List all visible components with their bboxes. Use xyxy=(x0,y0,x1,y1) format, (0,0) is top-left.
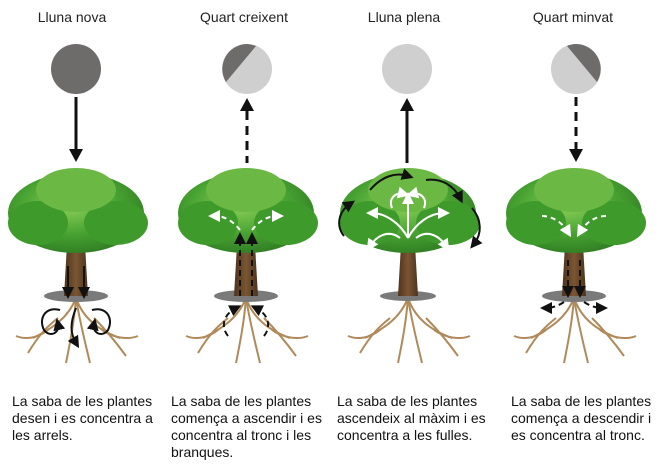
first-quarter-moon-icon xyxy=(222,44,272,94)
tree-illustration xyxy=(338,168,483,364)
phase-caption: La saba de les plantes comença a descend… xyxy=(511,393,652,443)
phase-title: Quart minvat xyxy=(532,9,614,25)
full-moon-icon xyxy=(382,44,432,94)
roots xyxy=(15,297,139,364)
sap-arrows xyxy=(41,266,111,349)
down-arrow-icon xyxy=(69,97,83,162)
phase-caption: La saba de les plantes ascendeix al màxi… xyxy=(337,393,486,443)
up-dashed-arrow-icon xyxy=(240,98,254,163)
phase-title: Lluna plena xyxy=(367,9,441,25)
up-arrow-icon xyxy=(400,98,414,163)
down-dashed-arrow-icon xyxy=(569,97,583,162)
phase-panel-full-moon: Lluna plena xyxy=(328,0,492,468)
phase-title: Lluna nova xyxy=(37,9,107,25)
tree-illustration xyxy=(8,168,148,364)
last-quarter-moon-icon xyxy=(551,44,601,94)
phase-title: Quart creixent xyxy=(200,9,288,25)
new-moon-icon xyxy=(51,44,101,94)
phase-panel-first-quarter: Quart creixent xyxy=(164,0,328,468)
foliage xyxy=(8,168,148,253)
tree-illustration xyxy=(506,168,646,364)
phase-panel-new-moon: Lluna nova La saba de les pla xyxy=(0,0,164,468)
phase-panel-last-quarter: Quart minvat xyxy=(492,0,656,468)
phase-caption: La saba de les plantes desen i es concen… xyxy=(12,393,153,443)
phase-caption: La saba de les plantes comença a ascendi… xyxy=(171,393,322,460)
tree-illustration xyxy=(178,168,318,364)
